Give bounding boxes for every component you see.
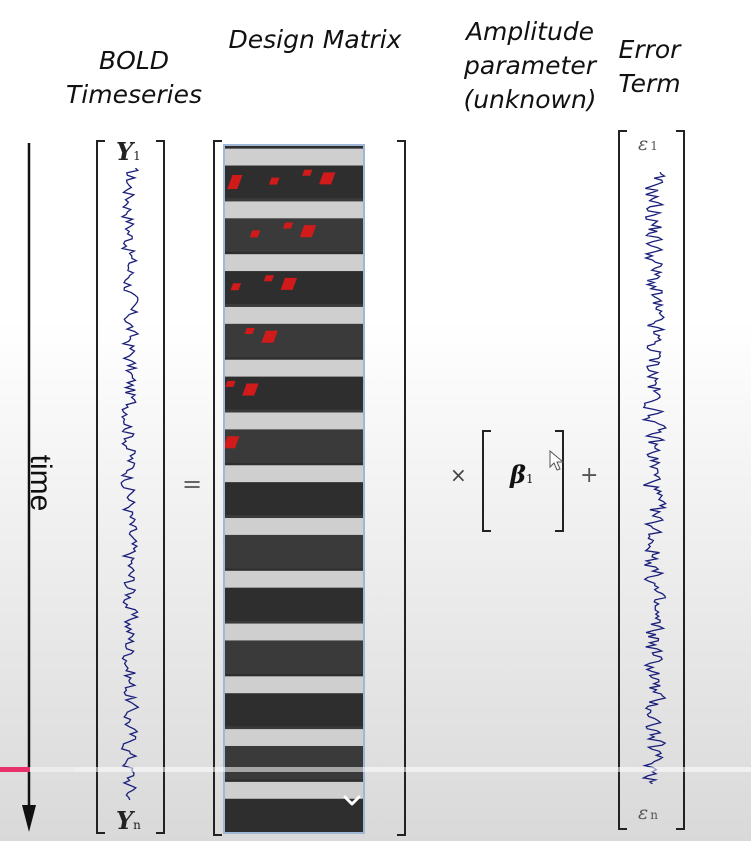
design-bracket-left	[213, 140, 222, 836]
design-matrix-heading: Design Matrix	[225, 23, 405, 57]
beta-bracket-left	[482, 430, 491, 532]
amplitude-heading-text: Amplitude parameter (unknown)	[463, 17, 597, 114]
bold-heading-text: BOLD Timeseries	[66, 46, 202, 109]
design-matrix-graphic	[225, 146, 363, 832]
eps1-subscript: 1	[650, 139, 658, 153]
error-term-heading: Error Term	[602, 33, 697, 101]
bold-bracket-right	[156, 140, 165, 834]
time-label: time	[24, 454, 57, 512]
error-heading-text: Error Term	[618, 35, 681, 98]
eps1-letter: ε	[638, 133, 649, 155]
chevron-down-icon[interactable]	[339, 790, 365, 812]
epsn-letter: ε	[638, 802, 649, 824]
beta-subscript: 1	[525, 472, 534, 486]
design-bracket-right	[397, 140, 406, 836]
yn-symbol: Yn	[116, 806, 141, 835]
epsn-subscript: n	[650, 808, 658, 822]
error-bracket-right	[676, 130, 685, 830]
design-matrix-image	[223, 144, 365, 834]
equals-operator: =	[182, 470, 203, 498]
error-bracket-left	[618, 130, 627, 830]
video-progress-bar[interactable]	[0, 767, 751, 772]
amplitude-parameter-heading: Amplitude parameter (unknown)	[455, 15, 605, 117]
y1-symbol: Y1	[116, 137, 141, 166]
yn-letter: Y	[116, 806, 134, 835]
bold-bracket-left	[96, 140, 105, 834]
error-term-trace	[641, 172, 668, 784]
design-heading-text: Design Matrix	[228, 25, 402, 54]
beta-bracket-right	[555, 430, 564, 532]
video-buffered-bar	[0, 767, 76, 772]
y1-letter: Y	[116, 137, 134, 166]
yn-subscript: n	[133, 818, 141, 832]
time-axis-arrow	[22, 143, 36, 832]
beta-letter: β	[510, 460, 526, 489]
y1-subscript: 1	[133, 149, 141, 163]
times-operator: ×	[450, 463, 467, 487]
beta-symbol: β1	[510, 460, 534, 489]
bold-timeseries-trace	[120, 168, 140, 800]
cursor-icon	[549, 450, 565, 471]
bold-timeseries-heading: BOLD Timeseries	[64, 44, 204, 112]
video-played-bar	[0, 767, 31, 772]
plus-operator: +	[580, 463, 599, 488]
